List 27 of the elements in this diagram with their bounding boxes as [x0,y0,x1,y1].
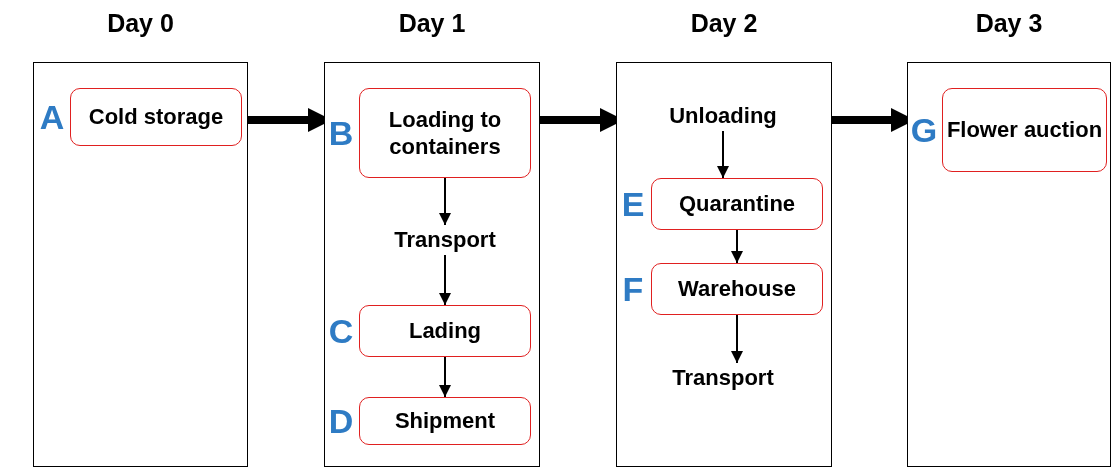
callout-letter: A [38,97,66,137]
arrow [731,229,743,264]
day-heading: Day 3 [974,9,1044,38]
callout-letter: F [621,269,645,309]
process-box: Cold storage [70,88,242,146]
arrow [439,356,451,398]
callout-letter: D [327,401,355,441]
arrow [439,177,451,226]
callout-letter: B [327,113,355,153]
day-heading: Day 0 [106,9,175,38]
step-label: Transport [633,363,813,393]
step-label: Transport [355,225,535,255]
arrow [731,314,743,364]
process-box: Shipment [359,397,531,445]
callout-letter: G [909,110,939,150]
day-heading: Day 2 [689,9,759,38]
callout-letter: E [620,184,646,224]
process-box: Quarantine [651,178,823,230]
step-label: Unloading [633,101,813,131]
process-box: Flower auction [942,88,1107,172]
arrow [439,254,451,306]
process-box: Loading to containers [359,88,531,178]
process-box: Warehouse [651,263,823,315]
day-heading: Day 1 [397,9,467,38]
arrow [717,130,729,179]
process-box: Lading [359,305,531,357]
callout-letter: C [327,311,355,351]
